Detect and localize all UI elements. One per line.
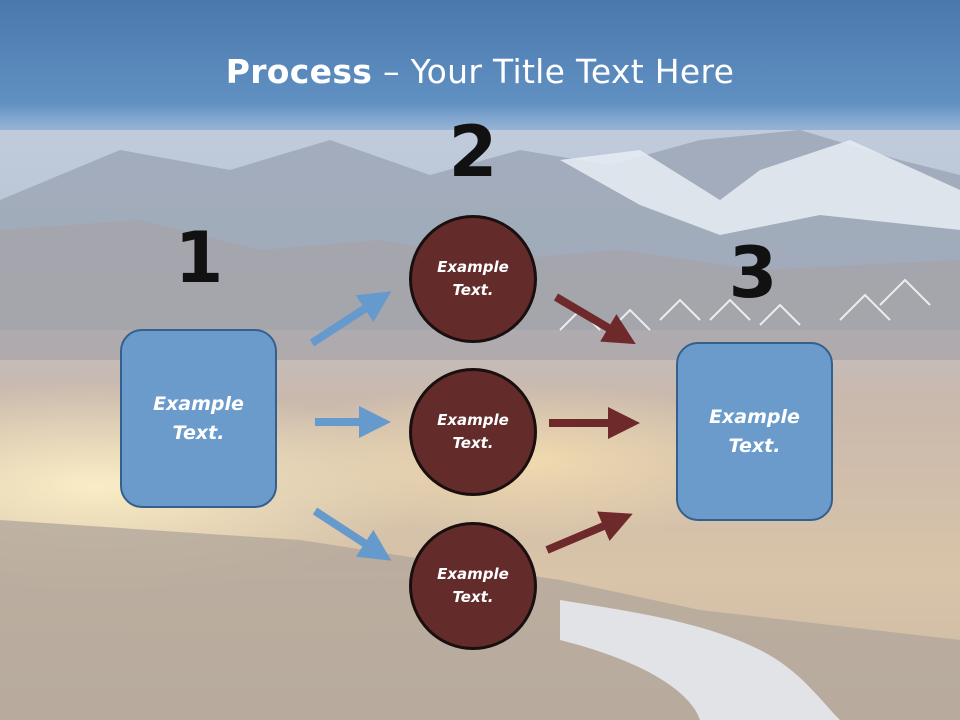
step-number-3: 3 xyxy=(728,232,778,314)
title-bold: Process xyxy=(225,52,373,91)
right-text-box: Example Text. xyxy=(676,342,833,521)
arrow-red-up xyxy=(545,511,633,554)
circle-middle-text: Example Text. xyxy=(437,410,509,452)
arrow-blue-up xyxy=(309,291,392,347)
circle-bottom: Example Text. xyxy=(409,522,537,650)
step-number-2: 2 xyxy=(448,111,498,193)
arrow-blue-down xyxy=(312,507,392,561)
arrow-red-down xyxy=(553,293,636,345)
circle-top: Example Text. xyxy=(409,215,537,343)
left-box-text: Example Text. xyxy=(153,393,244,444)
circle-top-text: Example Text. xyxy=(437,257,509,299)
left-text-box: Example Text. xyxy=(120,329,277,508)
right-box-text: Example Text. xyxy=(709,406,800,457)
page-title: Process – Your Title Text Here xyxy=(0,52,960,91)
step-number-1: 1 xyxy=(174,217,224,299)
circle-bottom-text: Example Text. xyxy=(437,564,509,606)
circle-middle: Example Text. xyxy=(409,368,537,496)
title-rest: – Your Title Text Here xyxy=(372,52,735,91)
